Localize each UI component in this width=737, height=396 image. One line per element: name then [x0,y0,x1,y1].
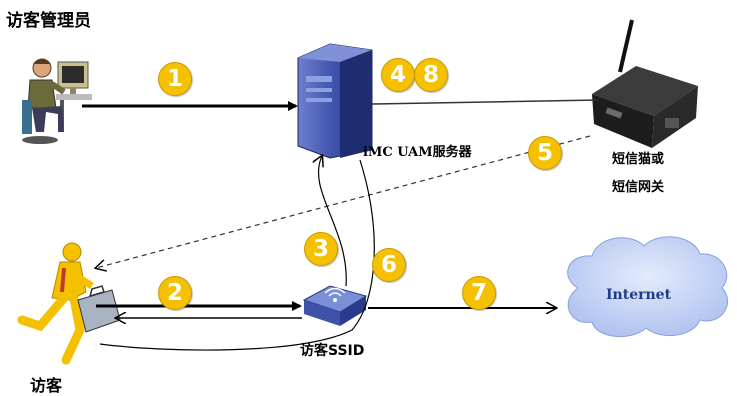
step-4-marker: 4 [381,58,415,92]
sms-device-label-line1: 短信猫或 [612,152,665,167]
step-5-marker: 5 [528,136,562,170]
internet-cloud-icon [567,236,728,338]
server-label: iMC UAM服务器 [363,145,472,160]
sms-to-visitor-dashed-arrow [96,135,591,268]
server-to-visitor-curve [99,159,375,351]
admin-computer-icon [22,58,92,144]
admin-label: 访客管理员 [6,11,91,31]
access-point-icon [302,285,368,326]
step-3-marker: 3 [304,232,338,266]
ap-to-server-curve [318,156,347,287]
step-2-marker: 2 [158,276,192,310]
ssid-label: 访客SSID [300,343,365,359]
visitor-label: 访客 [30,376,63,395]
server-icon [297,43,373,159]
visitor-icon [17,242,121,365]
internet-label: Internet [606,287,672,303]
sms-device-label-line2: 短信网关 [612,180,665,195]
step-8-marker: 8 [414,58,448,92]
step-6-marker: 6 [372,248,406,282]
server-to-modem-link [371,99,599,105]
step-7-marker: 7 [462,276,496,310]
step-1-marker: 1 [158,62,192,96]
sms-modem-icon [592,19,698,148]
